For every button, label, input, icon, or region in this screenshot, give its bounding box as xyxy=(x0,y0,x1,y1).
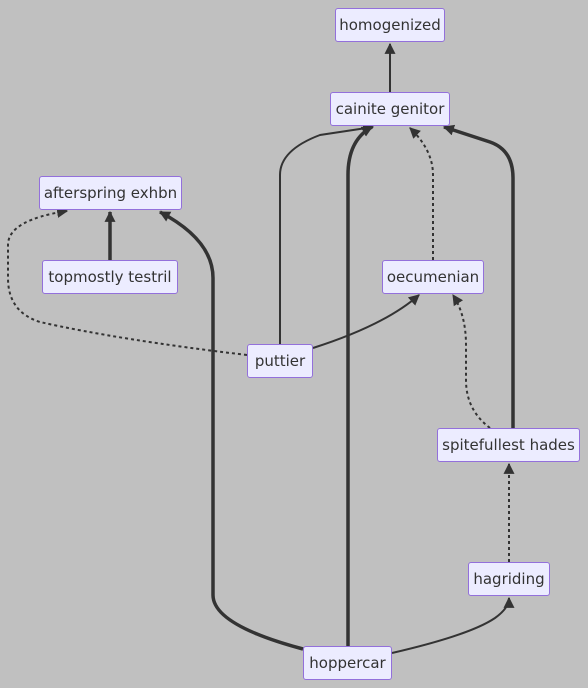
edge-puttier-to-cainite-genitor xyxy=(279,123,375,344)
edge-spitefullest-hades-to-oecumenian xyxy=(452,294,491,429)
edge-spitefullest-hades-to-cainite-genitor xyxy=(442,124,515,428)
edge-puttier-to-oecumenian xyxy=(312,294,420,349)
node-cainite-genitor[interactable]: cainite genitor xyxy=(330,92,450,126)
edge-hoppercar-to-afterspring-exhbn xyxy=(159,210,304,651)
node-afterspring-exhbn[interactable]: afterspring exhbn xyxy=(39,176,182,210)
edge-hoppercar-to-hagriding xyxy=(391,596,515,654)
node-topmostly-testril[interactable]: topmostly testril xyxy=(42,260,178,294)
node-homogenized[interactable]: homogenized xyxy=(335,8,445,42)
edge-oecumenian-to-cainite-genitor xyxy=(409,127,434,260)
edge-hoppercar-to-cainite-genitor xyxy=(346,125,373,646)
node-oecumenian[interactable]: oecumenian xyxy=(382,260,484,294)
node-spitefullest-hades[interactable]: spitefullest hades xyxy=(437,428,580,462)
node-hoppercar[interactable]: hoppercar xyxy=(303,646,392,680)
node-puttier[interactable]: puttier xyxy=(247,344,313,378)
node-hagriding[interactable]: hagriding xyxy=(468,562,550,596)
